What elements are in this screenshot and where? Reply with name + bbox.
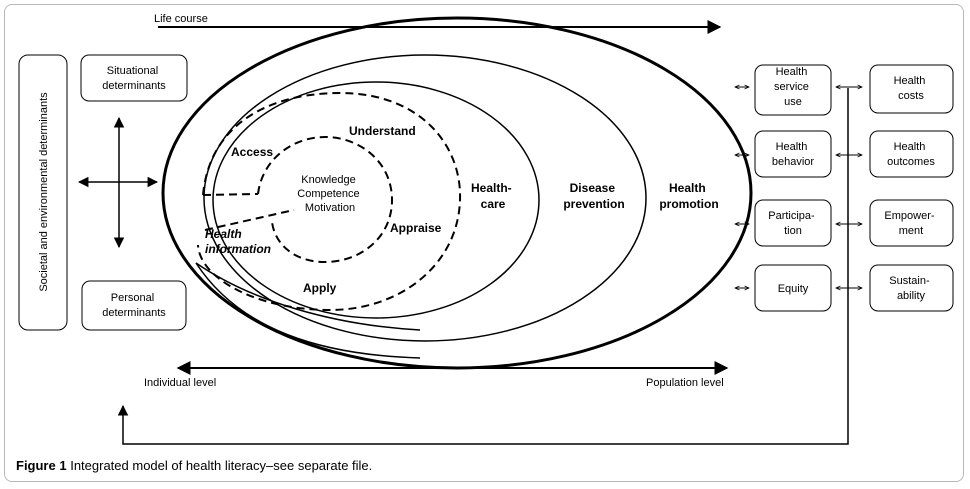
figure-frame [4, 4, 964, 482]
empowerment-box [869, 199, 954, 247]
dashed-outer-ring [197, 91, 462, 312]
access-label: Access [231, 145, 273, 159]
figure-caption-label: Figure 1 [16, 458, 67, 473]
dashed-inner-ring [257, 135, 394, 264]
equity-label: Equity [778, 283, 809, 295]
feedback-loop-arrow [117, 88, 849, 445]
equity-box [754, 264, 832, 312]
figure-caption-text: Integrated model of health literacy–see … [70, 458, 373, 473]
sustainability-label: Sustain- ability [889, 275, 932, 302]
health-costs-box [869, 64, 954, 114]
health-promotion-label: Health promotion [659, 181, 718, 211]
health-outcomes-label: Health outcomes [887, 141, 935, 168]
apply-label: Apply [303, 281, 337, 295]
health-costs-label: Health costs [894, 75, 929, 102]
personal-determinants-label: Personal determinants [102, 292, 166, 319]
situational-determinants-box [80, 54, 188, 102]
core-label: Knowledge Competence Motivation [297, 174, 362, 214]
personal-determinants-box [81, 280, 187, 331]
dashed-wedge-lines [202, 193, 295, 231]
health-behavior-box [754, 130, 832, 178]
health-behavior-label: Health behavior [772, 141, 815, 168]
sustainability-box [869, 264, 954, 312]
population-level-label: Population level [646, 377, 724, 389]
disease-prevention-label: Disease prevention [563, 181, 624, 211]
individual-level-label: Individual level [144, 377, 216, 389]
life-course-label: Life course [154, 13, 208, 25]
societal-determinants-label: Societal and environmental determinants [38, 92, 50, 292]
empowerment-label: Empower- ment [884, 210, 937, 237]
healthcare-ellipse [212, 81, 540, 319]
health-service-use-box [754, 64, 832, 116]
health-service-use-label: Health service use [774, 66, 812, 108]
disease-prevention-ellipse [203, 54, 647, 342]
health-information-label: Health information [205, 227, 271, 256]
participation-label: Participa- tion [768, 210, 818, 237]
understand-label: Understand [349, 124, 416, 138]
health-outcomes-box [869, 130, 954, 178]
healthcare-label: Health- care [471, 181, 515, 211]
appraise-label: Appraise [390, 221, 442, 235]
figure-caption: Figure 1 Integrated model of health lite… [16, 458, 372, 473]
societal-determinants-box [18, 54, 68, 331]
participation-box [754, 199, 832, 247]
health-promotion-ellipse [161, 16, 753, 370]
situational-determinants-label: Situational determinants [102, 65, 166, 92]
